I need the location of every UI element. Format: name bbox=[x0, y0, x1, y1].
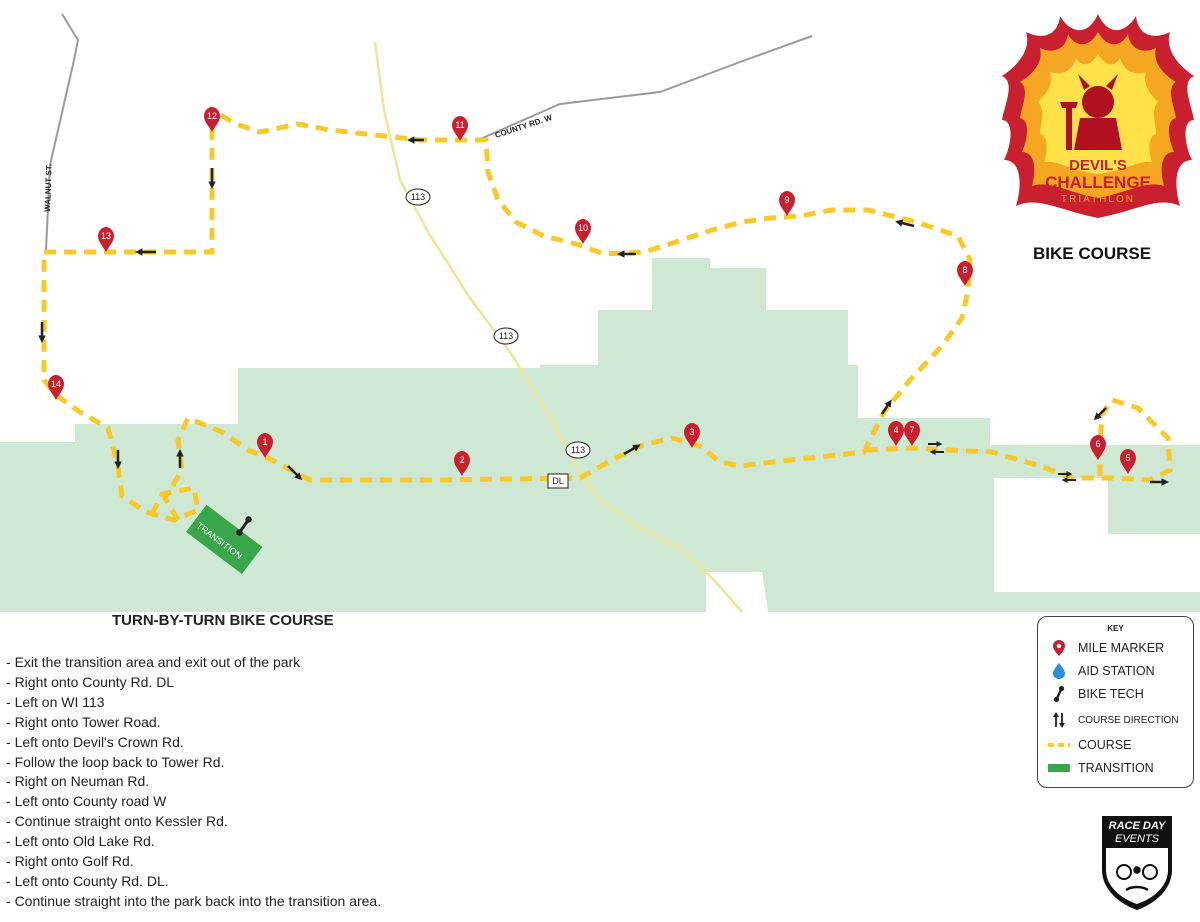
list-item: Left onto County road W bbox=[6, 792, 381, 812]
bike-tech-icon bbox=[1053, 686, 1065, 702]
park-cutout bbox=[706, 572, 768, 612]
key-label: BIKE TECH bbox=[1078, 687, 1144, 701]
key-label: MILE MARKER bbox=[1078, 641, 1165, 655]
key-item-mile-marker: MILE MARKER bbox=[1046, 639, 1164, 657]
turn-by-turn-title: TURN-BY-TURN BIKE COURSE bbox=[112, 612, 334, 629]
list-item: Right onto Golf Rd. bbox=[6, 852, 381, 872]
mile-marker-label: 7 bbox=[909, 425, 914, 435]
page-title: BIKE COURSE bbox=[1033, 244, 1152, 263]
devils-challenge-logo: DEVIL'S CHALLENGE TRIATHLON bbox=[1002, 14, 1194, 218]
list-item: Left onto County Rd. DL. bbox=[6, 872, 381, 892]
list-item: Follow the loop back to Tower Rd. bbox=[6, 753, 381, 773]
county-shield-dl: DL bbox=[547, 473, 569, 489]
key-item-course: COURSE bbox=[1046, 736, 1131, 754]
mile-marker-icon: 2 bbox=[454, 451, 470, 476]
key-label: COURSE DIRECTION bbox=[1078, 714, 1179, 726]
svg-text:DL: DL bbox=[552, 476, 564, 486]
mile-marker-icon: 7 bbox=[904, 421, 920, 446]
mile-marker-label: 2 bbox=[459, 455, 464, 465]
transition-icon bbox=[1048, 764, 1070, 772]
mile-marker-label: 13 bbox=[101, 231, 111, 241]
mile-marker-icon: 6 bbox=[1090, 435, 1106, 460]
mile-marker-icon: 9 bbox=[779, 191, 795, 216]
svg-text:113: 113 bbox=[571, 445, 585, 455]
mile-marker-icon: 12 bbox=[204, 107, 220, 132]
mile-marker-icon: 5 bbox=[1120, 449, 1136, 474]
mile-marker-icon: 3 bbox=[684, 423, 700, 448]
mile-marker-label: 12 bbox=[207, 111, 217, 121]
mile-marker-label: 1 bbox=[262, 437, 267, 447]
mile-marker-label: 6 bbox=[1095, 439, 1100, 449]
mile-marker-icon: 11 bbox=[452, 116, 468, 141]
aid-station-icon bbox=[1053, 663, 1065, 679]
mile-marker-icon: 1 bbox=[257, 433, 273, 458]
park-area bbox=[0, 258, 1200, 612]
mile-marker-label: 10 bbox=[578, 223, 588, 233]
hwy-shield-113: 113 bbox=[405, 188, 431, 206]
direction-arrows bbox=[38, 136, 1169, 486]
course-map: TRANSITION WALNUT ST. COUNTY RD. W 113 1… bbox=[0, 13, 1200, 612]
list-item: Continue straight onto Kessler Rd. bbox=[6, 812, 381, 832]
course-line-icon bbox=[1048, 743, 1070, 747]
bike-tech-icon bbox=[236, 516, 252, 536]
logo-line-1: DEVIL'S bbox=[1069, 157, 1127, 174]
road-113 bbox=[373, 41, 743, 612]
list-item: Exit the transition area and exit out of… bbox=[6, 653, 381, 673]
mile-marker-icon: 13 bbox=[98, 227, 114, 252]
mile-marker-label: 5 bbox=[1125, 453, 1130, 463]
svg-text:113: 113 bbox=[499, 331, 513, 341]
list-item: Right on Neuman Rd. bbox=[6, 772, 381, 792]
mile-marker-label: 9 bbox=[784, 195, 789, 205]
map-key: KEY MILE MARKER AID STATION bbox=[1037, 616, 1194, 788]
key-item-bike-tech: BIKE TECH bbox=[1046, 685, 1144, 703]
mile-marker-icon: 4 bbox=[888, 421, 904, 446]
course-line bbox=[41, 105, 973, 523]
badge-line-2: EVENTS bbox=[1115, 833, 1160, 845]
list-item: Continue straight into the park back int… bbox=[6, 892, 382, 912]
mile-marker-icon: 8 bbox=[957, 261, 973, 286]
logo-line-3: TRIATHLON bbox=[1061, 194, 1135, 205]
triathlon-icons bbox=[1116, 864, 1158, 892]
mile-marker-icon: 10 bbox=[575, 219, 591, 244]
mile-marker-icon bbox=[1053, 640, 1065, 656]
course-direction-icon bbox=[1053, 712, 1065, 728]
list-item: Right onto County Rd. DL bbox=[6, 673, 381, 693]
road-label-walnut: WALNUT ST. bbox=[43, 164, 54, 212]
key-item-course-direction: COURSE DIRECTION bbox=[1046, 711, 1179, 729]
svg-text:113: 113 bbox=[411, 192, 425, 202]
list-item: Right onto Tower Road. bbox=[6, 713, 381, 733]
hwy-shield-113: 113 bbox=[493, 327, 519, 345]
mile-marker-label: 4 bbox=[893, 425, 898, 435]
mile-marker-label: 8 bbox=[962, 265, 967, 275]
key-title: KEY bbox=[1107, 624, 1124, 633]
race-day-events-badge: RACE DAY EVENTS bbox=[1102, 816, 1172, 910]
park-cutout bbox=[994, 478, 1200, 592]
turn-by-turn-list: Exit the transition area and exit out of… bbox=[6, 653, 382, 912]
list-item: Left onto Old Lake Rd. bbox=[6, 832, 381, 852]
road-county-w bbox=[477, 35, 813, 141]
list-item: Left on WI 113 bbox=[6, 693, 381, 713]
hwy-shield-113: 113 bbox=[565, 441, 591, 459]
key-label: AID STATION bbox=[1078, 664, 1155, 678]
key-label: COURSE bbox=[1078, 738, 1132, 752]
road-walnut bbox=[45, 13, 80, 251]
key-label: TRANSITION bbox=[1078, 761, 1154, 775]
badge-line-1: RACE DAY bbox=[1109, 820, 1167, 832]
mile-marker-label: 11 bbox=[455, 120, 464, 130]
mile-marker-label: 14 bbox=[51, 379, 61, 389]
key-item-transition: TRANSITION bbox=[1046, 759, 1154, 777]
mile-marker-icon: 14 bbox=[48, 375, 64, 400]
devil-icon bbox=[1060, 74, 1122, 150]
mile-marker-label: 3 bbox=[689, 427, 694, 437]
logo-line-2: CHALLENGE bbox=[1045, 173, 1151, 192]
list-item: Left onto Devil's Crown Rd. bbox=[6, 733, 381, 753]
key-item-aid-station: AID STATION bbox=[1046, 662, 1155, 680]
